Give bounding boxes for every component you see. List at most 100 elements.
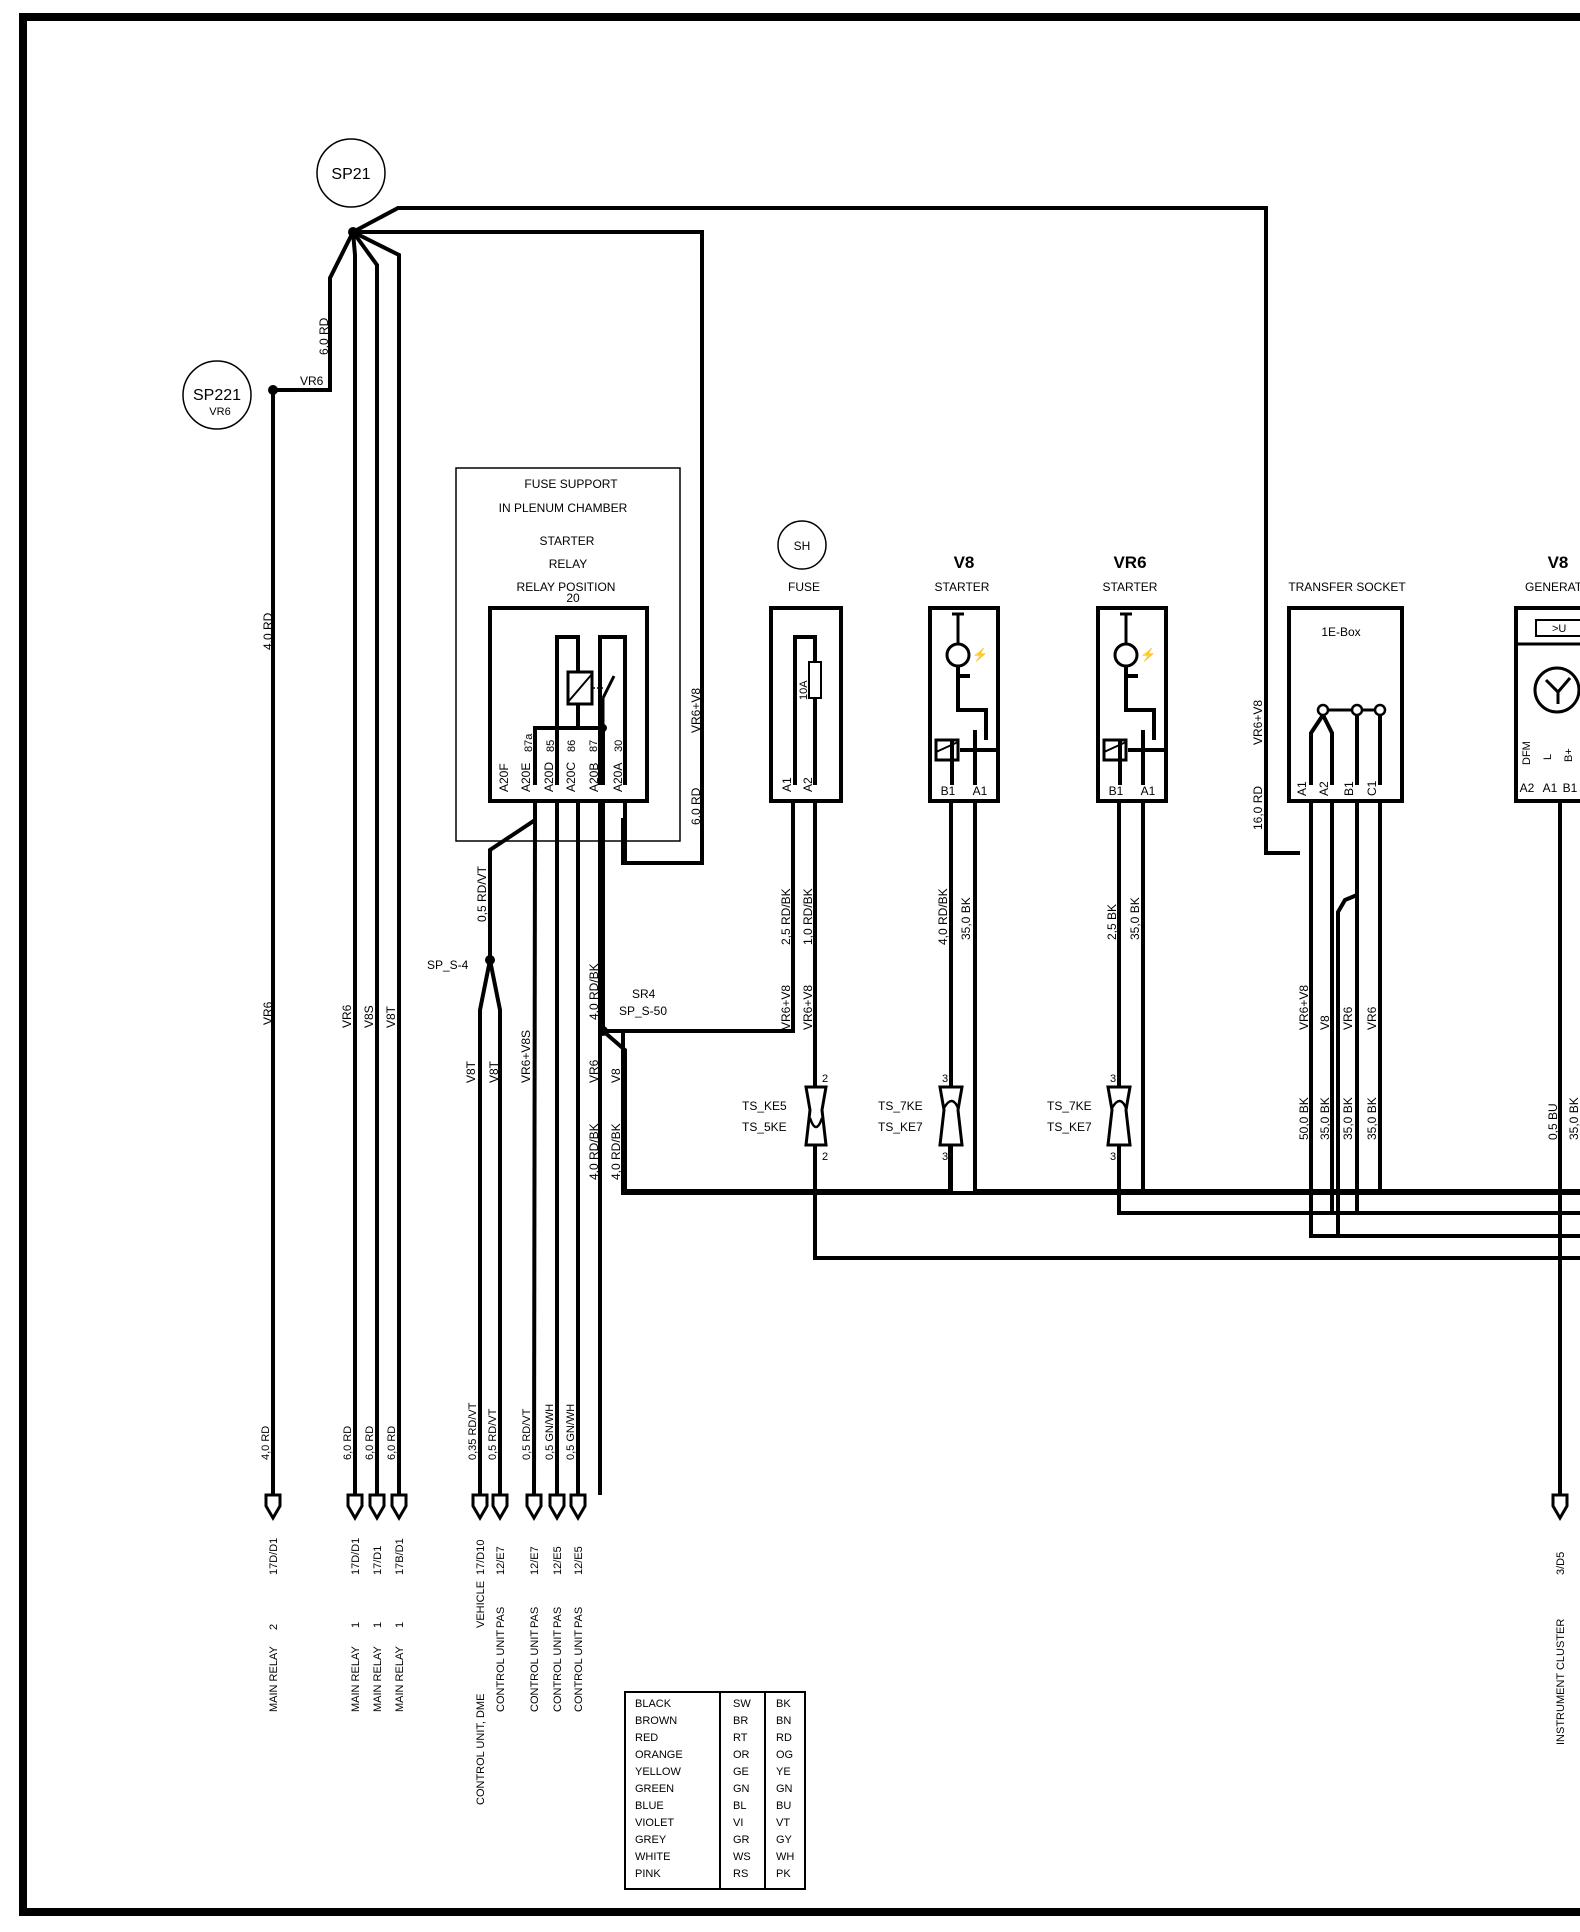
fuse-support-panel: FUSE SUPPORT IN PLENUM CHAMBER STARTER R… [455, 467, 681, 842]
svg-text:TS_KE7: TS_KE7 [1047, 1120, 1092, 1134]
sp-s50-label: SP_S-50 [619, 1004, 667, 1018]
terminal-gauge-label: 6,0 RD [364, 1426, 376, 1460]
svg-text:TS_KE5: TS_KE5 [742, 1099, 787, 1113]
svg-text:FUSE SUPPORT: FUSE SUPPORT [524, 477, 618, 491]
wire-label: VR6+V8 [1251, 700, 1265, 745]
svg-text:B1: B1 [941, 784, 956, 798]
legend-color-name: BLUE [635, 1800, 664, 1812]
terminal-location-label: 17/D10 [475, 1540, 487, 1575]
terminal-gauge-label: 6,0 RD [386, 1426, 398, 1460]
terminal-location-label: 17D/D1 [268, 1538, 280, 1575]
terminal-pin-label: PAS [529, 1607, 541, 1628]
terminal-pin-label: 1 [394, 1622, 406, 1628]
wire-label: VR6+V8 [801, 985, 815, 1030]
legend-code-en: RD [776, 1732, 792, 1744]
svg-text:2: 2 [822, 1151, 828, 1163]
svg-text:B1: B1 [1342, 781, 1356, 796]
legend-code-de: GR [733, 1834, 750, 1846]
sheet-border [19, 13, 1580, 1916]
terminal-destination-label: CONTROL UNIT [573, 1630, 585, 1712]
legend-code-en: VT [776, 1817, 790, 1829]
svg-text:L: L [1542, 754, 1554, 760]
svg-text:TS_KE7: TS_KE7 [878, 1120, 923, 1134]
starter-vr6: VR6 STARTER ⚡ B1 A1 [1096, 553, 1168, 803]
legend-color-name: YELLOW [635, 1766, 681, 1778]
terminal-pin-label: PAS [552, 1607, 564, 1628]
wire-label: V8 [609, 1068, 623, 1083]
wire-label: 4,0 RD/BK [587, 1123, 601, 1180]
legend-code-de: RT [733, 1732, 748, 1744]
svg-text:VR6: VR6 [209, 406, 230, 418]
legend-code-de: GE [733, 1766, 749, 1778]
splice-sp21: SP21 [316, 138, 386, 208]
wire-label: 16,0 RD [1251, 786, 1265, 830]
svg-text:IN PLENUM CHAMBER: IN PLENUM CHAMBER [499, 501, 628, 515]
svg-text:V8: V8 [1548, 553, 1569, 572]
wire-label: VR6 [1341, 1006, 1355, 1030]
svg-text:GENERATO: GENERATO [1525, 580, 1580, 594]
svg-text:10A: 10A [798, 680, 810, 700]
sr4-label: SR4 [632, 987, 656, 1001]
terminal-gauge-label: 0,5 RD/VT [521, 1408, 533, 1460]
terminal-location-label: 12/E7 [529, 1546, 541, 1575]
legend-color-name: VIOLET [635, 1817, 674, 1829]
svg-text:SH: SH [794, 539, 811, 553]
svg-text:2: 2 [822, 1073, 828, 1085]
legend-code-en: YE [776, 1766, 791, 1778]
transfer-socket-wires [1309, 801, 1580, 1238]
wire-label: 1,0 RD/BK [801, 888, 815, 945]
fuse-sh: SH FUSE 10A A1 A2 [769, 520, 843, 803]
terminal-pin-label: VEHICLE [475, 1581, 487, 1628]
terminal-location-label: 12/E5 [552, 1546, 564, 1575]
wire-terminal-arrow [390, 1493, 408, 1521]
terminal-destination-label: CONTROL UNIT [529, 1630, 541, 1712]
terminal-a20e: A20E [519, 763, 533, 792]
svg-text:TS_7KE: TS_7KE [1047, 1099, 1092, 1113]
svg-text:FUSE: FUSE [788, 580, 820, 594]
relay-pin-87a: 87a [523, 733, 535, 752]
relay-pin-85: 85 [545, 740, 557, 752]
wire-label: VR6+V8 [1297, 985, 1311, 1030]
wire-label: VR6 [340, 1004, 354, 1028]
svg-text:A2: A2 [1317, 781, 1331, 796]
terminal-gauge-label: 0,5 GN/WH [544, 1404, 556, 1460]
sp-s4-label: SP_S-4 [427, 958, 469, 972]
terminal-location-label: 12/E7 [495, 1546, 507, 1575]
wire-label: 2,5 RD/BK [779, 888, 793, 945]
wire-label: 35,0 BK [1365, 1097, 1379, 1140]
terminal-destination-label: MAIN RELAY [394, 1646, 406, 1712]
generator-v8: V8 GENERATO >U DFM L B+ A2 A1 B1 [1514, 553, 1580, 803]
svg-text:SP221: SP221 [193, 387, 241, 404]
svg-text:3: 3 [942, 1073, 948, 1085]
terminal-destination-label: CONTROL UNIT [495, 1630, 507, 1712]
relay-pin-30: 30 [613, 740, 625, 752]
legend-code-de: WS [733, 1851, 751, 1863]
transfer-socket: TRANSFER SOCKET 1E-Box A1 A2 B1 C1 [1287, 580, 1406, 803]
terminal-destination-label: MAIN RELAY [268, 1646, 280, 1712]
wire-label: 4,0 RD [261, 612, 275, 650]
svg-text:A1: A1 [973, 784, 988, 798]
legend-code-en: BU [776, 1800, 791, 1812]
terminal-pin-label: PAS [495, 1607, 507, 1628]
legend-code-de: GN [733, 1783, 750, 1795]
wire-label: 35,0 BK [1128, 897, 1142, 940]
terminal-pin-label: 2 [268, 1624, 280, 1630]
connector-ts-7ke-b: 3 3 TS_7KE TS_KE7 [1047, 1073, 1132, 1163]
legend-code-de: BL [733, 1800, 746, 1812]
legend-color-name: ORANGE [635, 1749, 683, 1761]
wire-terminal-arrow [346, 1493, 364, 1521]
svg-text:VR6: VR6 [1113, 553, 1146, 572]
terminal-destination-label: INSTRUMENT CLUSTER [1555, 1619, 1567, 1745]
svg-text:3: 3 [942, 1151, 948, 1163]
legend-color-name: BLACK [635, 1698, 672, 1710]
terminal-destination-label: MAIN RELAY [350, 1646, 362, 1712]
terminal-location-label: 3/D5 [1555, 1552, 1567, 1575]
svg-text:RELAY POSITION: RELAY POSITION [517, 580, 616, 594]
wire-label: V8T [487, 1060, 501, 1083]
legend-code-en: WH [776, 1851, 794, 1863]
svg-text:C1: C1 [1365, 780, 1379, 796]
svg-text:TS_7KE: TS_7KE [878, 1099, 923, 1113]
wire-label: 35,0 BK [1318, 1097, 1332, 1140]
